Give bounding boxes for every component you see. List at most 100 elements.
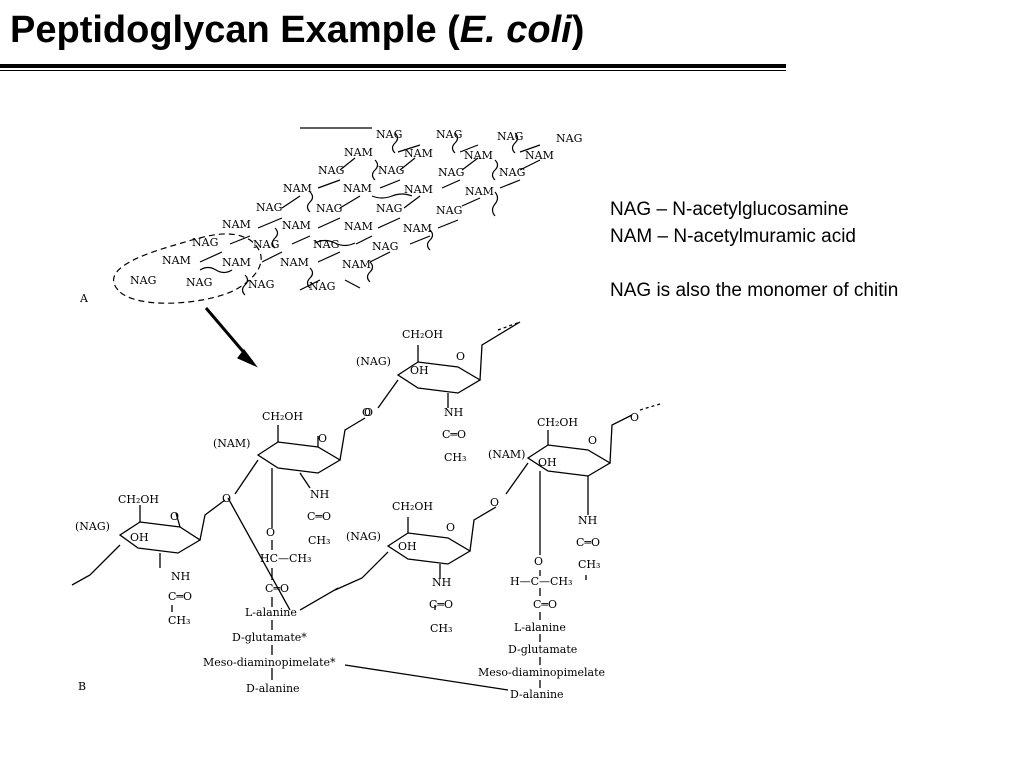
- legend-nam: NAM – N-acetylmuramic acid: [610, 226, 856, 247]
- nag-label: NAG: [438, 166, 464, 179]
- link-o: O: [630, 411, 639, 424]
- ch3-label: CH₃: [444, 451, 466, 464]
- ch2oh-label: CH₂OH: [262, 410, 303, 423]
- ch2oh-label: CH₂OH: [392, 500, 433, 513]
- ring-o: O: [588, 434, 597, 447]
- title-organism: E. coli: [459, 9, 572, 51]
- nag-label: NAG: [313, 238, 339, 251]
- title-close: ): [571, 9, 585, 51]
- nam-label: NAM: [344, 220, 373, 233]
- nam-paren-label: (NAM): [213, 437, 250, 450]
- ring-o: O: [170, 510, 179, 523]
- nag-label: NAG: [186, 276, 212, 289]
- d-alanine-label: D-alanine: [246, 682, 300, 695]
- panel-a-label: A: [79, 292, 89, 305]
- title-rule-thin: [0, 70, 786, 71]
- nag-paren-label: (NAG): [346, 530, 381, 543]
- co-label: C═O: [442, 428, 466, 441]
- nam-label: NAM: [283, 182, 312, 195]
- nag-label: NAG: [253, 238, 279, 251]
- nam-label: NAM: [525, 149, 554, 162]
- panel-b-label: B: [78, 680, 86, 693]
- nam-label: NAM: [342, 258, 371, 271]
- nh-label: NH: [432, 576, 451, 589]
- ring-o: O: [318, 432, 327, 445]
- hc-ch3-label: HC—CH₃: [260, 552, 311, 565]
- link-o: O: [490, 496, 499, 509]
- nag-label: NAG: [376, 128, 402, 141]
- l-alanine-label: L-alanine: [245, 606, 297, 619]
- title-rule-thick: [0, 64, 786, 68]
- co-label: C═O: [307, 510, 331, 523]
- nag-label: NAG: [248, 278, 274, 291]
- panel-b-labels: CH₂OH (NAG) OH O O NH C═O CH₃ CH₂OH (NAM…: [75, 328, 639, 701]
- link-o: O: [364, 406, 373, 419]
- ch3-label: CH₃: [168, 614, 190, 627]
- d-glutamate-label: D-glutamate*: [232, 631, 307, 644]
- nag-label: NAG: [497, 130, 523, 143]
- nh-label: NH: [578, 514, 597, 527]
- oh-label: OH: [130, 531, 149, 544]
- ch3-label: CH₃: [578, 558, 600, 571]
- nag-paren-label: (NAG): [75, 520, 110, 533]
- nam-label: NAM: [343, 182, 372, 195]
- nag-label: NAG: [256, 201, 282, 214]
- link-o: O: [222, 492, 231, 505]
- nam-label: NAM: [280, 256, 309, 269]
- oh-label: OH: [398, 540, 417, 553]
- nam-label: NAM: [404, 183, 433, 196]
- legend-nag: NAG – N-acetylglucosamine: [610, 199, 849, 220]
- nag-label: NAG: [436, 204, 462, 217]
- panel-b-structure: [71, 321, 661, 691]
- ch2oh-label: CH₂OH: [537, 416, 578, 429]
- nam-label: NAM: [464, 149, 493, 162]
- ether-o: O: [266, 526, 275, 539]
- c-o-label: C═O: [533, 598, 557, 611]
- nag-label: NAG: [318, 164, 344, 177]
- nag-label: NAG: [316, 202, 342, 215]
- meso-label: Meso-diaminopimelate: [478, 666, 605, 679]
- nag-label: NAG: [378, 164, 404, 177]
- panel-a-lattice: [112, 127, 541, 368]
- nag-label: NAG: [499, 166, 525, 179]
- title-text: Peptidoglycan Example (: [10, 9, 460, 51]
- panel-a-labels: NAG NAG NAG NAG NAM NAM NAM NAM NAG NAG …: [79, 128, 582, 305]
- nag-label: NAG: [192, 236, 218, 249]
- nag-label: NAG: [372, 240, 398, 253]
- link-o: O: [362, 406, 371, 419]
- oh-label: OH: [538, 456, 557, 469]
- nh-label: NH: [444, 406, 463, 419]
- co-label: C═O: [576, 536, 600, 549]
- nag-label: NAG: [556, 132, 582, 145]
- nam-label: NAM: [222, 256, 251, 269]
- c-o-label: C═O: [265, 582, 289, 595]
- ch2oh-label: CH₂OH: [402, 328, 443, 341]
- nh-label: NH: [171, 570, 190, 583]
- nag-label: NAG: [376, 202, 402, 215]
- nam-label: NAM: [404, 147, 433, 160]
- legend-chitin: NAG is also the monomer of chitin: [610, 280, 899, 301]
- oh-label: OH: [410, 364, 429, 377]
- nag-label: NAG: [309, 280, 335, 293]
- l-alanine-label: L-alanine: [514, 621, 566, 634]
- nam-label: NAM: [222, 218, 251, 231]
- nh-label: NH: [310, 488, 329, 501]
- ring-o: O: [456, 350, 465, 363]
- nag-paren-label: (NAG): [356, 355, 391, 368]
- nam-label: NAM: [403, 222, 432, 235]
- nam-label: NAM: [282, 219, 311, 232]
- ch3-label: CH₃: [308, 534, 330, 547]
- meso-label: Meso-diaminopimelate*: [203, 656, 336, 669]
- nag-label: NAG: [130, 274, 156, 287]
- ether-o: O: [534, 555, 543, 568]
- legend: NAG – N-acetylglucosamine NAM – N-acetyl…: [610, 196, 898, 304]
- slide-title: Peptidoglycan Example (E. coli): [10, 8, 584, 52]
- d-alanine-label: D-alanine: [510, 688, 564, 701]
- co-label: C═O: [168, 590, 192, 603]
- d-glutamate-label: D-glutamate: [508, 643, 577, 656]
- nag-label: NAG: [436, 128, 462, 141]
- nam-paren-label: (NAM): [488, 448, 525, 461]
- ch3-label: CH₃: [430, 622, 452, 635]
- nam-label: NAM: [162, 254, 191, 267]
